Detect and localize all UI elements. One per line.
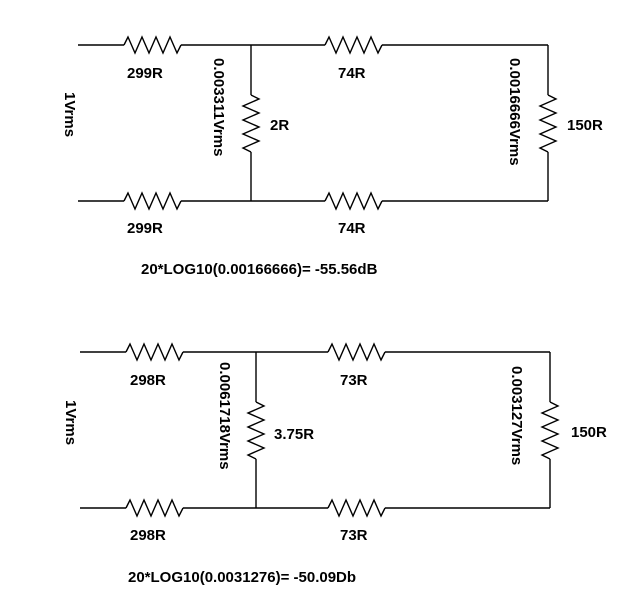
label-load-voltage: 0.003127Vrms (508, 366, 525, 465)
label-shunt-voltage: 0.0061718Vrms (216, 362, 233, 470)
resistor-298r-bottom (125, 498, 184, 518)
resistor-73r-bottom (327, 498, 386, 518)
equation-top: 20*LOG10(0.00166666)= -55.56dB (141, 261, 378, 278)
resistor-299r-bottom (123, 191, 182, 211)
resistor-150r-load (540, 401, 560, 460)
label-load-voltage: 0.0016666Vrms (506, 58, 523, 166)
label-shunt-resistor: 3.75R (274, 426, 314, 443)
resistor-298r-top (125, 342, 184, 362)
label-r-mid-bottom: 73R (340, 527, 368, 544)
resistor-150r-load (538, 94, 558, 153)
label-r-in-bottom: 298R (130, 527, 166, 544)
label-r-in-top: 299R (127, 65, 163, 82)
resistor-74r-bottom (324, 191, 383, 211)
label-r-mid-bottom: 74R (338, 220, 366, 237)
label-shunt-resistor: 2R (270, 117, 289, 134)
resistor-3-75r-shunt (246, 401, 266, 460)
resistor-2r-shunt (241, 94, 261, 153)
label-source: 1Vrms (62, 400, 79, 445)
resistor-74r-top (324, 35, 383, 55)
label-r-mid-top: 74R (338, 65, 366, 82)
resistor-73r-top (327, 342, 386, 362)
label-r-in-top: 298R (130, 372, 166, 389)
label-load-resistor: 150R (567, 117, 603, 134)
resistor-299r-top (123, 35, 182, 55)
label-load-resistor: 150R (571, 424, 607, 441)
label-source: 1Vrms (61, 92, 78, 137)
label-r-mid-top: 73R (340, 372, 368, 389)
label-r-in-bottom: 299R (127, 220, 163, 237)
circuit-bottom: 298R 298R 73R 73R 3.75R 150R 1Vrms 0.006… (62, 342, 607, 586)
circuit-top: 299R 299R 74R 74R 2R 150R 1Vrms 0.003311… (61, 35, 603, 278)
equation-bottom: 20*LOG10(0.0031276)= -50.09Db (128, 569, 356, 586)
label-shunt-voltage: 0.003311Vrms (210, 58, 227, 156)
